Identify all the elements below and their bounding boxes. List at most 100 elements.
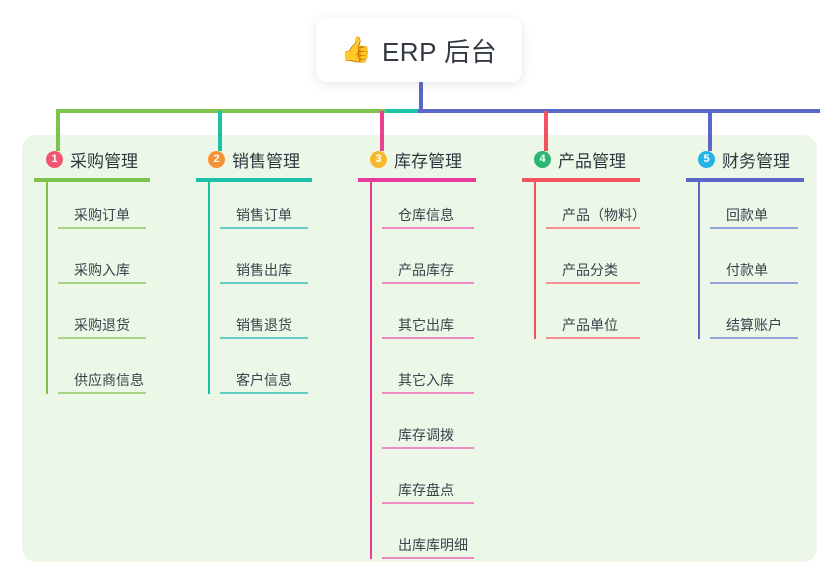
leaf-node-label: 产品单位 <box>562 317 618 333</box>
connector-drop-5 <box>708 111 712 151</box>
column-items: 回款单付款单结算账户 <box>686 182 836 347</box>
thumbs-up-emoji: 👍 <box>340 35 372 64</box>
column-title: 产品管理 <box>558 151 626 171</box>
column-title: 库存管理 <box>394 151 462 171</box>
leaf-node-label: 供应商信息 <box>74 372 144 388</box>
column-header-rule <box>522 178 640 182</box>
leaf-node-label: 销售订单 <box>236 207 292 223</box>
column-header-4[interactable]: 4 产品管理 <box>522 147 682 171</box>
leaf-node-rule <box>546 282 640 284</box>
connector-drop-3 <box>380 111 384 151</box>
column-spine <box>370 182 372 559</box>
column-1: 1 采购管理采购订单采购入库采购退货供应商信息 <box>34 147 194 402</box>
column-spine <box>534 182 536 339</box>
column-header-2[interactable]: 2 销售管理 <box>196 147 356 171</box>
column-index-badge: 3 <box>370 150 387 168</box>
leaf-node-rule <box>546 337 640 339</box>
leaf-node[interactable]: 销售订单 <box>208 182 356 237</box>
leaf-node[interactable]: 采购退货 <box>46 292 194 347</box>
leaf-node-label: 产品分类 <box>562 262 618 278</box>
leaf-node-rule <box>382 557 474 559</box>
leaf-node[interactable]: 仓库信息 <box>370 182 518 237</box>
leaf-node[interactable]: 出库库明细 <box>370 512 518 567</box>
leaf-node-rule <box>220 392 308 394</box>
column-spine <box>698 182 700 339</box>
leaf-node-label: 产品库存 <box>398 262 454 278</box>
leaf-node-rule <box>382 227 474 229</box>
leaf-node-rule <box>710 337 798 339</box>
connector-drop-4 <box>544 111 548 151</box>
leaf-node[interactable]: 产品分类 <box>534 237 682 292</box>
leaf-node-label: 其它入库 <box>398 372 454 388</box>
leaf-node-rule <box>58 392 146 394</box>
column-3: 3 库存管理仓库信息产品库存其它出库其它入库库存调拨库存盘点出库库明细 <box>358 147 518 567</box>
leaf-node-rule <box>220 337 308 339</box>
connector-bus-segment-3 <box>418 109 820 113</box>
column-header-rule <box>686 178 804 182</box>
column-spine <box>46 182 48 394</box>
leaf-node-label: 采购入库 <box>74 262 130 278</box>
leaf-node-label: 产品（物料） <box>562 207 646 223</box>
leaf-node[interactable]: 产品库存 <box>370 237 518 292</box>
column-items: 仓库信息产品库存其它出库其它入库库存调拨库存盘点出库库明细 <box>358 182 518 567</box>
column-index-badge: 1 <box>46 150 63 168</box>
column-header-1[interactable]: 1 采购管理 <box>34 147 194 171</box>
leaf-node[interactable]: 库存调拨 <box>370 402 518 457</box>
leaf-node-rule <box>710 282 798 284</box>
connector-stem <box>419 82 423 111</box>
connector-drop-1 <box>56 111 60 151</box>
column-items: 采购订单采购入库采购退货供应商信息 <box>34 182 194 402</box>
leaf-node-rule <box>382 502 474 504</box>
leaf-node-rule <box>382 282 474 284</box>
root-node-card[interactable]: 👍 ERP 后台 <box>316 18 522 82</box>
leaf-node[interactable]: 客户信息 <box>208 347 356 402</box>
leaf-node-rule <box>546 227 640 229</box>
column-title: 财务管理 <box>722 151 790 171</box>
leaf-node-label: 其它出库 <box>398 317 454 333</box>
leaf-node-label: 销售出库 <box>236 262 292 278</box>
leaf-node-rule <box>382 447 474 449</box>
column-title: 销售管理 <box>232 151 300 171</box>
leaf-node-label: 采购订单 <box>74 207 130 223</box>
root-node-title: ERP 后台 <box>381 36 498 67</box>
leaf-node-label: 结算账户 <box>726 317 782 333</box>
leaf-node-label: 销售退货 <box>236 317 292 333</box>
leaf-node-rule <box>220 227 308 229</box>
leaf-node-label: 付款单 <box>726 262 768 278</box>
leaf-node-label: 客户信息 <box>236 372 292 388</box>
leaf-node[interactable]: 销售退货 <box>208 292 356 347</box>
column-header-5[interactable]: 5 财务管理 <box>686 147 836 171</box>
leaf-node[interactable]: 其它入库 <box>370 347 518 402</box>
column-5: 5 财务管理回款单付款单结算账户 <box>686 147 836 347</box>
leaf-node-label: 库存盘点 <box>398 482 454 498</box>
leaf-node-rule <box>58 282 146 284</box>
column-items: 产品（物料） 产品分类产品单位 <box>522 182 682 347</box>
column-index-badge: 5 <box>698 150 715 168</box>
leaf-node-label: 仓库信息 <box>398 207 454 223</box>
leaf-node[interactable]: 产品单位 <box>534 292 682 347</box>
leaf-node[interactable]: 供应商信息 <box>46 347 194 402</box>
column-header-rule <box>196 178 312 182</box>
leaf-node-label: 出库库明细 <box>398 537 468 553</box>
leaf-node[interactable]: 采购订单 <box>46 182 194 237</box>
leaf-node[interactable]: 采购入库 <box>46 237 194 292</box>
column-items: 销售订单销售出库销售退货客户信息 <box>196 182 356 402</box>
leaf-node[interactable]: 产品（物料） <box>534 182 682 237</box>
leaf-node[interactable]: 销售出库 <box>208 237 356 292</box>
leaf-node[interactable]: 库存盘点 <box>370 457 518 512</box>
leaf-node[interactable]: 付款单 <box>698 237 836 292</box>
leaf-node[interactable]: 其它出库 <box>370 292 518 347</box>
leaf-node-rule <box>382 392 474 394</box>
column-header-rule <box>34 178 150 182</box>
leaf-node-rule <box>58 337 146 339</box>
column-index-badge: 2 <box>208 150 225 168</box>
column-index-badge: 4 <box>534 150 551 168</box>
leaf-node[interactable]: 结算账户 <box>698 292 836 347</box>
leaf-node[interactable]: 回款单 <box>698 182 836 237</box>
column-header-3[interactable]: 3 库存管理 <box>358 147 518 171</box>
leaf-node-label: 库存调拨 <box>398 427 454 443</box>
column-title: 采购管理 <box>70 151 138 171</box>
leaf-node-rule <box>382 337 474 339</box>
column-4: 4 产品管理产品（物料） 产品分类产品单位 <box>522 147 682 347</box>
column-header-rule <box>358 178 476 182</box>
